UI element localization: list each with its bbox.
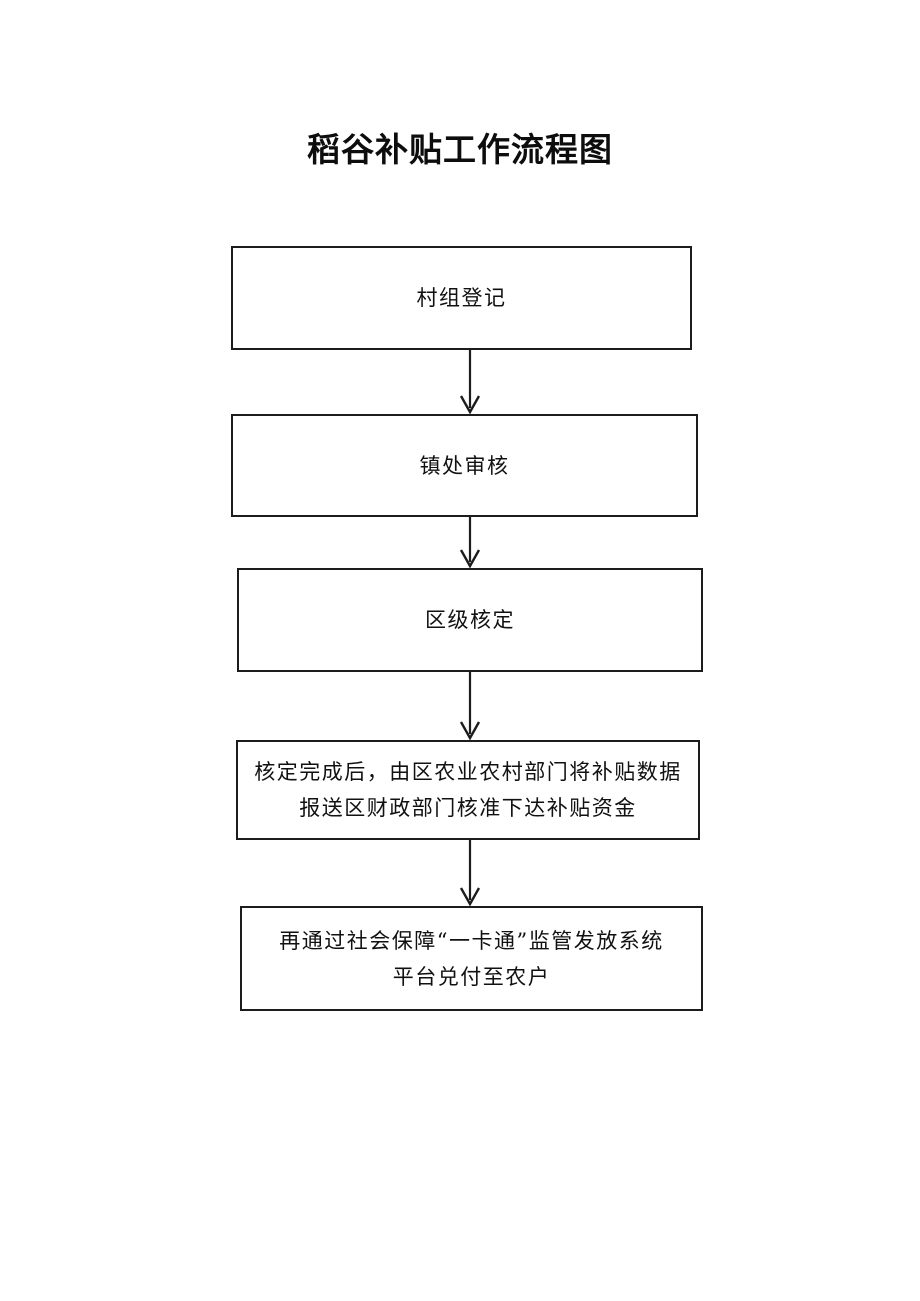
connector-node4-to-node5 [459,840,481,907]
flow-node-label: 区级核定 [425,608,515,632]
connector-node2-to-node3 [459,517,481,569]
flow-node-label: 村组登记 [416,286,507,310]
flow-node-district-verification[interactable]: 区级核定 [237,568,703,672]
flow-node-label-line-2: 平台兑付至农户 [392,964,551,989]
flow-node-village-registration[interactable]: 村组登记 [231,246,692,350]
flow-node-label-line-1: 再通过社会保障“一卡通”监管发放系统 [279,928,664,953]
flow-node-payout-to-farmers[interactable]: 再通过社会保障“一卡通”监管发放系统 平台兑付至农户 [240,906,703,1011]
connector-node1-to-node2 [459,350,481,415]
connector-node3-to-node4 [459,672,481,741]
flow-node-label-line-2: 报送区财政部门核准下达补贴资金 [299,796,637,820]
flow-node-label-line-1: 核定完成后，由区农业农村部门将补贴数据 [254,760,682,784]
flow-node-town-review[interactable]: 镇处审核 [231,414,698,517]
flow-node-data-submission[interactable]: 核定完成后，由区农业农村部门将补贴数据 报送区财政部门核准下达补贴资金 [236,740,700,840]
flow-node-label: 镇处审核 [419,453,510,478]
page-title: 稻谷补贴工作流程图 [307,130,613,169]
